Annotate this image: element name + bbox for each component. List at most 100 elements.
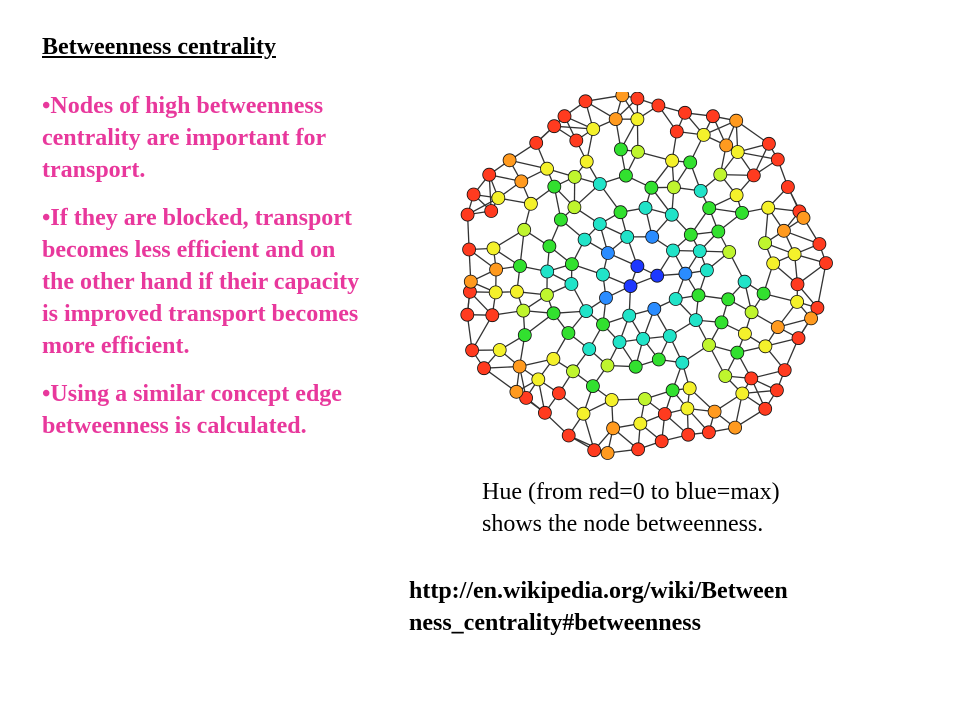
graph-node	[486, 241, 501, 256]
graph-node	[744, 371, 759, 386]
graph-node	[719, 138, 734, 153]
graph-node	[683, 155, 698, 170]
graph-node	[567, 200, 582, 215]
graph-node	[682, 381, 697, 396]
graph-node	[509, 384, 524, 399]
graph-node	[722, 245, 737, 259]
graph-node	[630, 112, 645, 127]
graph-node	[465, 343, 480, 358]
graph-node	[735, 386, 750, 401]
link-line: ness_centrality#betweenness	[409, 610, 701, 636]
graph-node	[585, 379, 600, 394]
graph-node	[636, 331, 651, 346]
graph-node	[587, 443, 602, 458]
graph-node	[595, 267, 610, 282]
graph-edge	[568, 434, 608, 454]
caption-line: Hue (from red=0 to blue=max)	[482, 479, 780, 505]
graph-node	[604, 393, 619, 407]
graph-node	[512, 359, 527, 374]
graph-node	[502, 153, 517, 168]
graph-node	[554, 212, 568, 227]
bullet-item: •If they are blocked, transport becomes …	[42, 205, 360, 359]
graph-node	[810, 300, 825, 315]
graph-node	[460, 307, 475, 322]
graph-node	[630, 144, 645, 159]
source-link[interactable]: http://en.wikipedia.org/wiki/Between nes…	[409, 575, 788, 639]
graph-node	[484, 204, 499, 218]
graph-node	[547, 119, 562, 134]
graph-node	[657, 407, 672, 421]
graph-node	[488, 285, 503, 300]
graph-node	[491, 191, 506, 205]
graph-node	[552, 386, 566, 401]
graph-node	[790, 294, 805, 309]
graph-node	[714, 315, 729, 330]
graph-node	[707, 404, 722, 419]
graph-node	[600, 446, 615, 460]
graph-node	[600, 358, 615, 373]
graph-node	[637, 392, 652, 406]
graph-node	[758, 236, 773, 251]
graph-node	[645, 229, 660, 244]
graph-node	[566, 364, 580, 379]
graph-node	[529, 136, 544, 150]
graph-node	[540, 161, 554, 176]
graph-node	[524, 196, 538, 211]
graph-node	[579, 304, 594, 319]
graph-node	[620, 229, 635, 244]
graph-node	[761, 200, 776, 215]
graph-node	[662, 329, 677, 343]
link-line: http://en.wikipedia.org/wiki/Between	[409, 578, 788, 604]
graph-node	[699, 263, 714, 278]
graph-node	[796, 211, 811, 225]
graph-node	[705, 109, 720, 124]
graph-node	[482, 167, 497, 182]
graph-node	[718, 369, 733, 383]
graph-node	[693, 184, 708, 198]
graph-node	[577, 232, 592, 247]
graph-node	[651, 352, 666, 367]
graph-node	[531, 372, 546, 387]
graph-node	[510, 284, 524, 299]
graph-node	[612, 335, 627, 350]
graph-node	[561, 428, 576, 443]
graph-node	[711, 224, 726, 239]
graph-node	[596, 317, 610, 332]
graph-node	[669, 124, 684, 139]
graph-node	[462, 242, 477, 257]
bullet-list: •Nodes of high betweenness centrality ar…	[42, 90, 362, 458]
graph-node	[650, 268, 665, 283]
graph-node	[576, 406, 591, 421]
graph-node	[542, 239, 557, 254]
graph-node	[666, 180, 681, 195]
graph-node	[582, 342, 597, 357]
graph-node	[517, 222, 532, 237]
graph-node	[729, 113, 744, 128]
graph-node	[730, 145, 745, 159]
graph-node	[569, 133, 584, 148]
graph-node	[633, 416, 648, 431]
graph-node	[547, 179, 562, 194]
graph-node	[630, 92, 645, 106]
graph-node	[766, 256, 781, 271]
graph-node	[770, 320, 785, 335]
graph-node	[579, 154, 594, 169]
graph-node	[701, 425, 716, 440]
graph-node	[666, 243, 680, 258]
graph-node	[654, 434, 669, 449]
graph-node	[623, 279, 638, 294]
graph-node	[668, 292, 683, 306]
graph-node	[613, 142, 628, 157]
graph-node	[696, 128, 711, 142]
graph-node	[730, 345, 745, 360]
graph-node	[565, 257, 579, 272]
graph-node	[812, 237, 827, 251]
graph-node	[592, 177, 607, 191]
graph-node	[538, 405, 552, 420]
slide-title: Betweenness centrality	[42, 34, 276, 60]
graph-node	[540, 264, 555, 279]
graph-node	[564, 277, 579, 291]
graph-node	[675, 355, 690, 370]
graph-node	[680, 401, 695, 416]
graph-node	[513, 259, 527, 273]
